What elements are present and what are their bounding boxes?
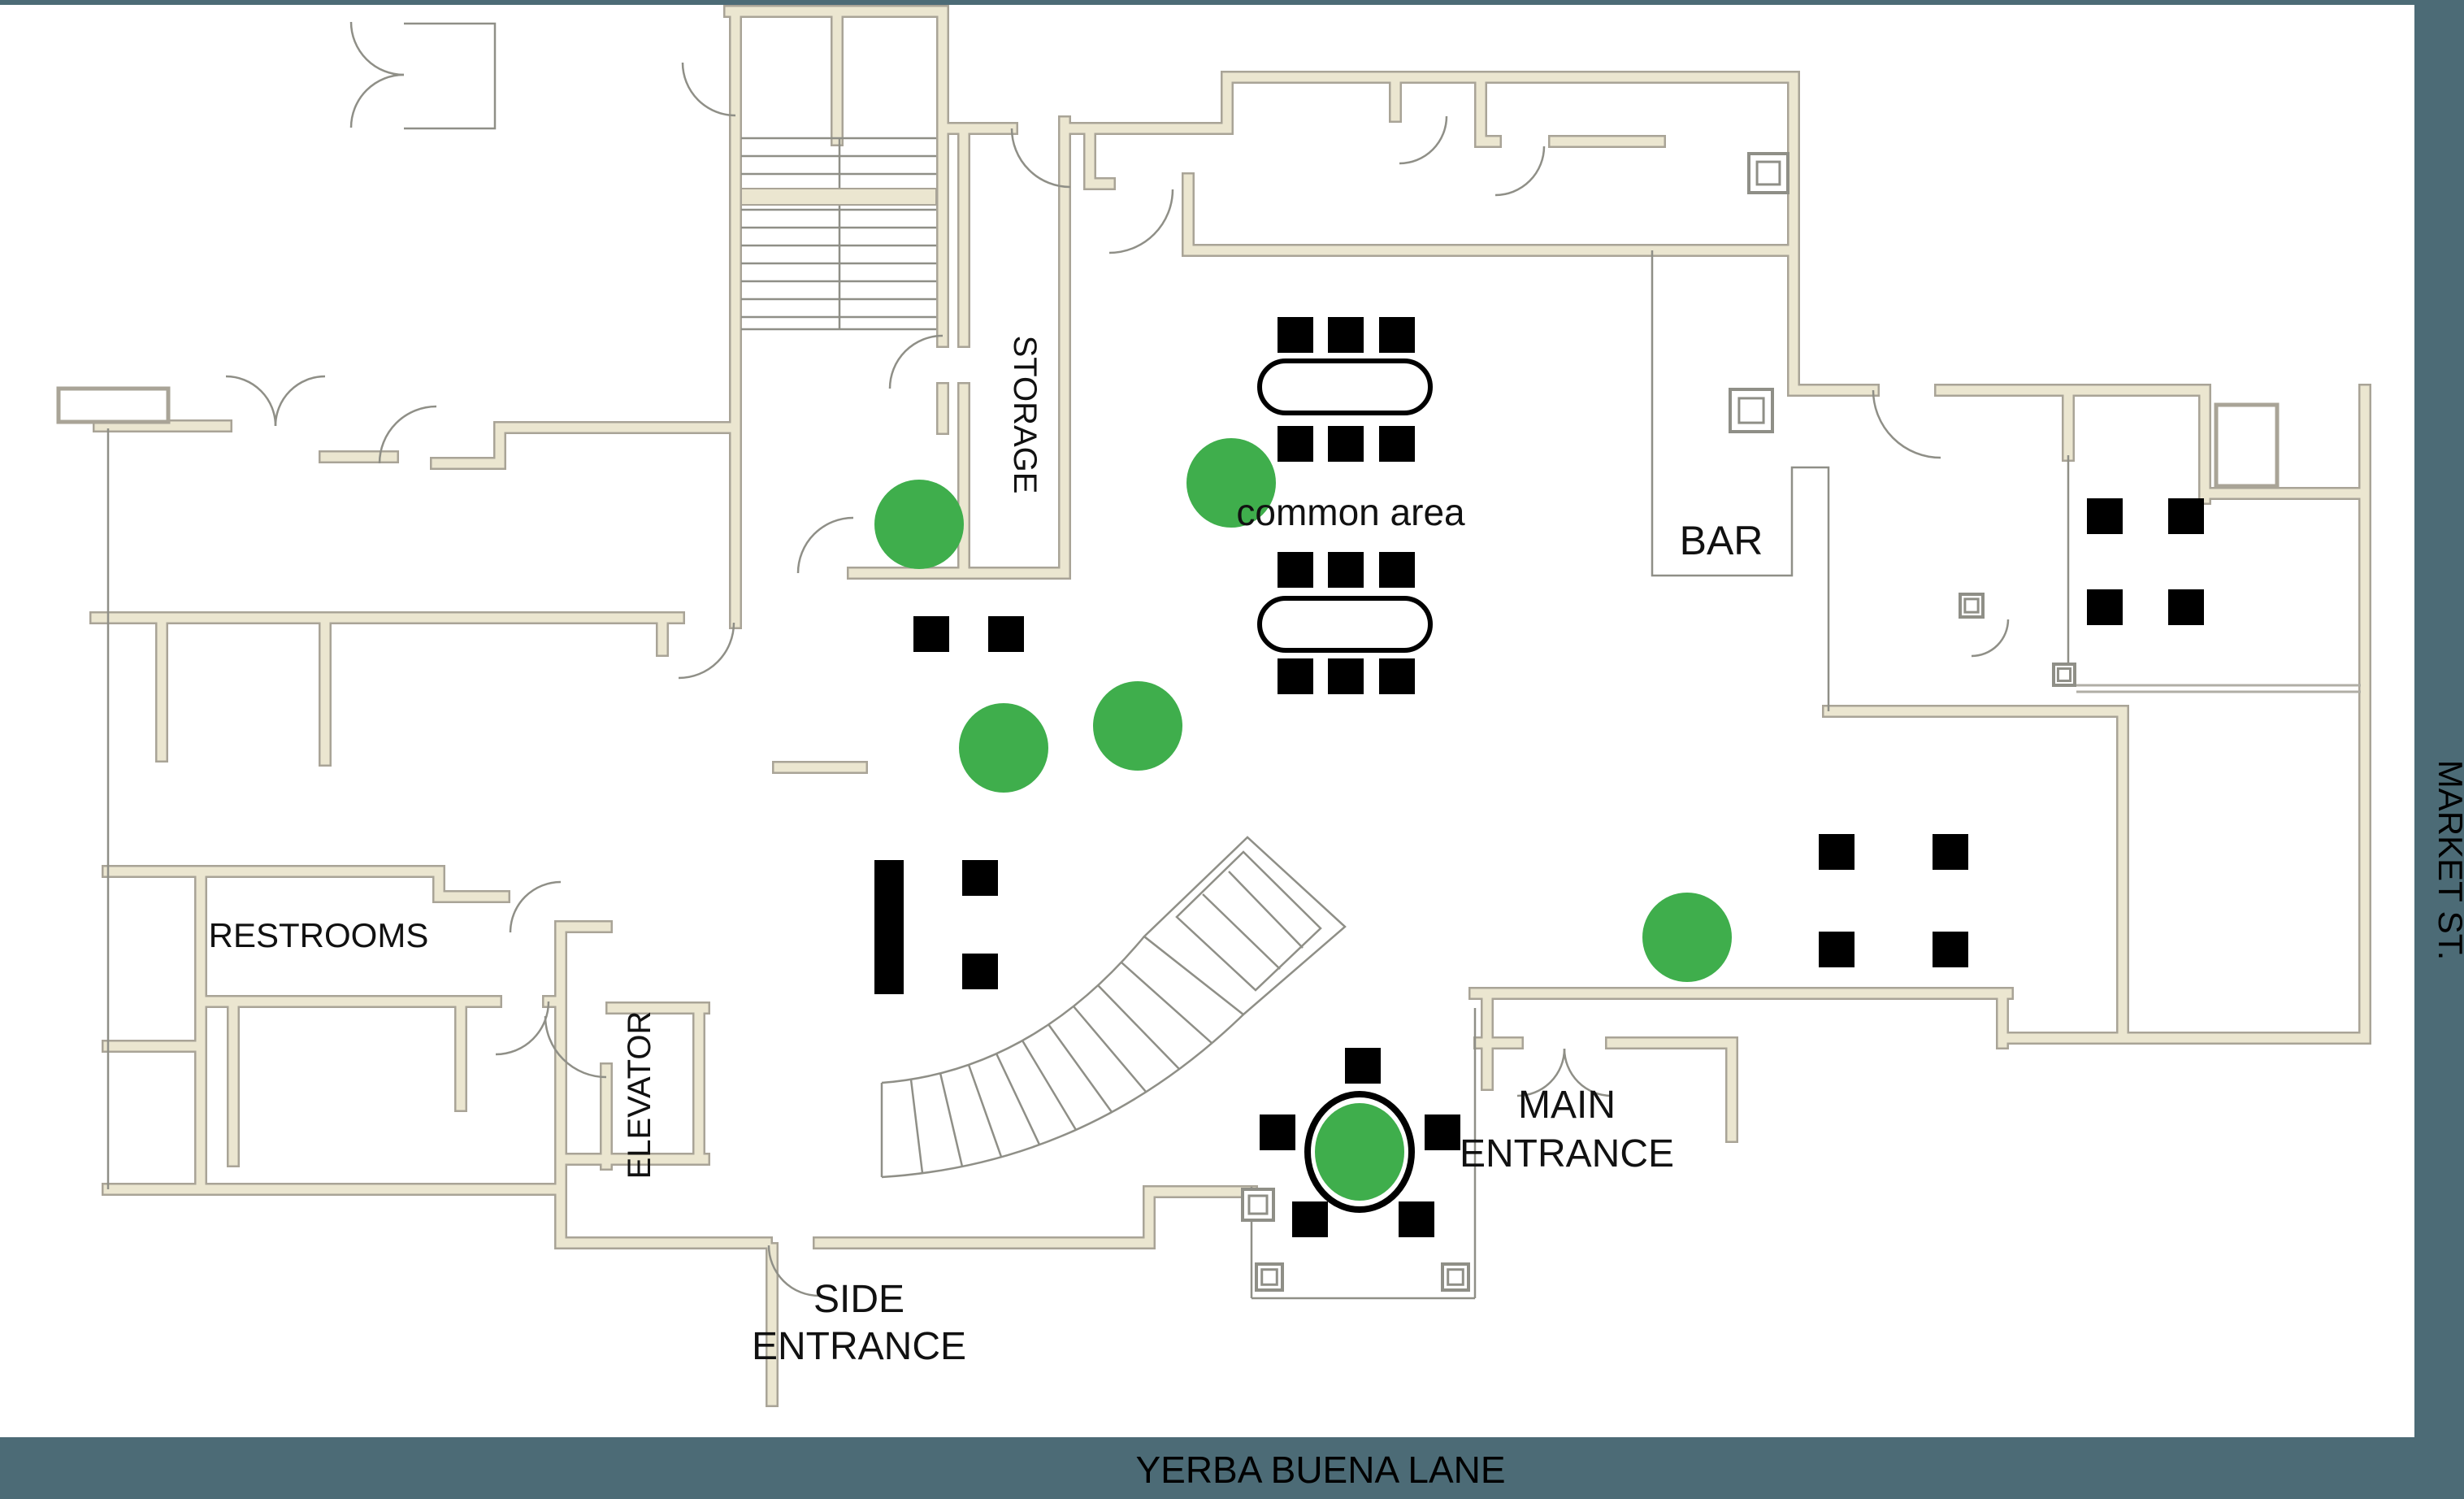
chair [1345, 1048, 1381, 1084]
door-arc [1971, 619, 2010, 658]
chair [1292, 1201, 1328, 1237]
door-arc [1494, 146, 1546, 197]
occupancy-dot [1093, 681, 1182, 771]
chair [962, 954, 998, 989]
label-storage: STORAGE [1007, 336, 1043, 494]
chair [2168, 498, 2204, 534]
walls [89, 5, 2371, 1407]
double-door-left [225, 375, 277, 427]
label-yerba-buena-lane: YERBA BUENA LANE [1135, 1449, 1505, 1491]
label-common-area: common area [1236, 491, 1465, 533]
door-arc [1872, 389, 1941, 459]
bench [874, 860, 904, 994]
column-inner [1260, 1268, 1278, 1286]
chair [2168, 589, 2204, 625]
chair [1278, 426, 1313, 462]
chair [1278, 658, 1313, 694]
chair [2087, 589, 2123, 625]
occupancy-dot [1642, 893, 1732, 982]
door-arc [1108, 189, 1174, 254]
door-arc [681, 62, 736, 117]
chair [1328, 317, 1364, 353]
yerba-buena-strip [0, 1437, 2464, 1499]
bar-counter [1651, 250, 1830, 711]
occupancy-dot-round-table [1315, 1103, 1404, 1201]
chairs [913, 317, 2204, 1237]
chair [2087, 498, 2123, 534]
stadium-table [1257, 596, 1433, 653]
chair [913, 616, 949, 652]
occupancy-dot [1186, 438, 1276, 528]
side-entrance-door [767, 1245, 820, 1297]
market-st-strip [2414, 0, 2464, 1499]
label-main-entrance-line1: MAIN [1518, 1084, 1616, 1127]
door-arc [349, 21, 405, 76]
door-arc [378, 405, 437, 464]
label-bar: BAR [1680, 518, 1763, 563]
column [1747, 152, 1789, 194]
north-vestibule [404, 22, 497, 130]
label-elevator: ELEVATOR [622, 1011, 657, 1180]
columns [1241, 152, 2076, 1292]
market-window-wall [2076, 684, 2361, 693]
stadium-table [1257, 358, 1433, 415]
column-inner [1755, 160, 1781, 186]
door-arc [796, 516, 854, 574]
chair [1278, 317, 1313, 353]
door-arc [495, 1001, 550, 1056]
occupancy-dot [959, 703, 1048, 793]
door-arc [1399, 115, 1448, 165]
door-arc [509, 880, 562, 933]
label-main-entrance-line2: ENTRANCE [1460, 1132, 1674, 1175]
chair [1933, 834, 1968, 870]
chair [1260, 1114, 1295, 1150]
elevator-lobby-door [544, 1015, 607, 1079]
stair-landing-band [740, 188, 937, 206]
door-arc [349, 73, 405, 128]
column-inner [2056, 667, 2072, 683]
occupancy-dot [874, 480, 964, 569]
door-arc [1010, 128, 1071, 189]
main-entrance-door-left [1516, 1048, 1566, 1097]
chair [988, 616, 1024, 652]
chair [1399, 1201, 1434, 1237]
top-border [0, 0, 2464, 5]
stair-landing [1143, 836, 1347, 1016]
chair [1819, 834, 1855, 870]
chair [1819, 932, 1855, 967]
double-door-right [274, 375, 326, 427]
label-side-entrance-line2: ENTRANCE [752, 1325, 966, 1368]
label-market-st: MARKET ST. [2431, 760, 2464, 961]
door-arc [888, 334, 944, 389]
thin-partitions [56, 22, 2361, 1300]
chair [1328, 658, 1364, 694]
door-arc [678, 622, 735, 680]
column-inner [1247, 1194, 1269, 1215]
straight-staircase [740, 137, 937, 331]
doors [225, 21, 2010, 1297]
chair [1379, 552, 1415, 588]
column-inner [1447, 1268, 1464, 1286]
main-entrance-door-right [1563, 1048, 1612, 1097]
chair [1933, 932, 1968, 967]
chair [1379, 317, 1415, 353]
chair [1328, 426, 1364, 462]
column-inner [1963, 597, 1980, 614]
label-restrooms: RESTROOMS [209, 916, 429, 954]
occupancy-dots [874, 438, 1732, 1201]
label-side-entrance-line1: SIDE [813, 1278, 904, 1321]
column-inner [1737, 397, 1765, 424]
chair [962, 860, 998, 896]
window-box-ne [2214, 402, 2280, 489]
chair [1379, 658, 1415, 694]
chair [1278, 552, 1313, 588]
chair [1379, 426, 1415, 462]
chair [1328, 552, 1364, 588]
chair [1425, 1114, 1460, 1150]
window-box-nw [56, 386, 171, 424]
curved-staircase [880, 836, 1347, 1179]
